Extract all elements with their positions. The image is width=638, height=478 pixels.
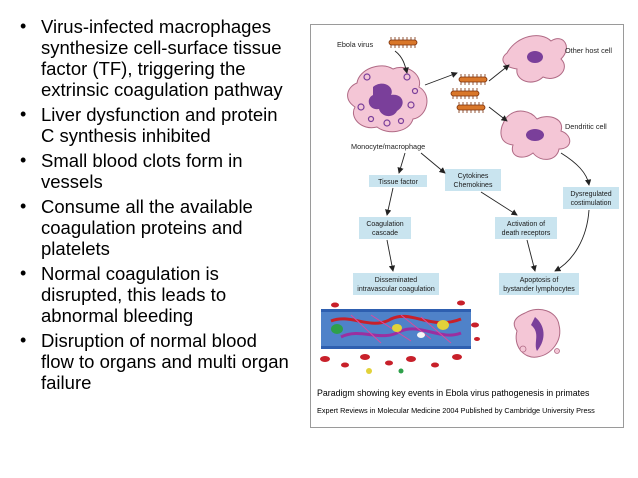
bullet-item: Virus-infected macrophages synthesize ce… [18,16,310,100]
ebola-virus-label: Ebola virus [337,40,373,49]
cytokines-box [445,169,501,191]
monocyte-label: Monocyte/macrophage [351,142,425,151]
vesicle-icons [357,73,419,127]
ebola-pathogenesis-figure: Ebola virus Other host cell [310,24,624,428]
apoptotic-lymphocyte-icon [513,309,561,358]
bullet-text: Virus-infected macrophages synthesize ce… [41,16,283,100]
monocyte-nucleus-icon [368,83,403,117]
dendritic-cell-label: Dendritic cell [565,122,607,131]
pathogenesis-diagram: Ebola virus Other host cell [320,35,619,374]
figure-caption: Paradigm showing key events in Ebola vir… [317,388,590,398]
tissue-factor-box [369,175,427,187]
figure-credit: Expert Reviews in Molecular Medicine 200… [317,406,595,415]
bullet-text: Consume all the available coagulation pr… [41,196,253,259]
costimulation-text: costimulation [571,200,612,207]
dysregulated-costimulation-box [563,187,619,209]
cytokines-text: Cytokines [458,173,489,180]
bullet-text: Disruption of normal blood flow to organ… [41,330,289,393]
bystander-lymphocytes-text: bystander lymphocytes [503,286,575,293]
platelet-icon [366,368,372,374]
bullet-text: Small blood clots form in vessels [41,150,243,192]
activation-text: Activation of [507,221,545,228]
bullet-text: Normal coagulation is disrupted, this le… [41,263,227,326]
bullet-item: Disruption of normal blood flow to organ… [18,330,310,393]
death-receptors-text: death receptors [502,230,551,237]
other-host-cell-label: Other host cell [565,46,612,55]
platelet-icon [398,368,404,374]
blood-vessel-illustration [321,309,471,349]
intravascular-coagulation-text: intravascular coagulation [357,286,435,293]
bullet-text: Liver dysfunction and protein C synthesi… [41,104,278,146]
nucleus-icon [527,51,543,63]
bullet-item: Liver dysfunction and protein C synthesi… [18,104,310,146]
bullet-item: Consume all the available coagulation pr… [18,196,310,259]
virus-particle-icon [450,88,480,99]
coagulation-cascade-box [359,217,411,239]
cascade-text: cascade [372,230,398,237]
dic-box [353,273,439,295]
bullet-item: Small blood clots form in vessels [18,150,310,192]
virus-particle-icon [456,102,486,113]
bullet-list: Virus-infected macrophages synthesize ce… [18,16,310,397]
chemokines-text: Chemokines [454,182,493,189]
apoptosis-box [499,273,579,295]
blood-cell-icons [320,300,480,368]
disseminated-text: Disseminated [375,277,418,284]
tissue-factor-text: Tissue factor [378,179,418,186]
apoptosis-text: Apoptosis of [520,277,559,284]
bullet-item: Normal coagulation is disrupted, this le… [18,263,310,326]
dysregulated-text: Dysregulated [570,191,611,198]
death-receptors-box [495,217,557,239]
nucleus-icon [526,129,544,141]
coagulation-text: Coagulation [366,221,403,228]
virus-particle-icon [458,74,488,85]
virus-particle-icon [388,37,418,48]
